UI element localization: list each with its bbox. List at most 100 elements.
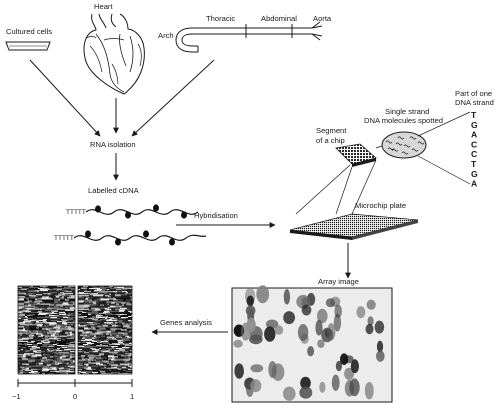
heatmap-cell (110, 301, 117, 303)
heatmap-cell (57, 368, 59, 370)
heatmap-cell (57, 336, 63, 338)
heatmap-cell (25, 328, 32, 330)
heatmap-cell (22, 330, 28, 332)
scale-tick-mid: 0 (73, 392, 77, 401)
heatmap-cell (45, 318, 50, 320)
heatmap-cell (72, 330, 75, 332)
heatmap-cell (58, 309, 65, 311)
heatmap-cell (18, 326, 24, 328)
heatmap-cell (29, 365, 36, 367)
dna-base-letter: A (471, 130, 477, 140)
heatmap-cell (49, 334, 51, 336)
heatmap-cell (53, 360, 56, 362)
heatmap-cell (62, 350, 69, 352)
heatmap-cell (114, 314, 118, 317)
array-spot (299, 386, 313, 399)
heatmap-block-frame (77, 285, 133, 375)
heatmap-cell (89, 360, 93, 362)
heatmap-cell (85, 354, 91, 356)
heatmap-cell (29, 301, 34, 303)
heatmap-cell (99, 350, 106, 352)
heatmap-cell (35, 313, 38, 316)
heatmap-cell (50, 307, 54, 309)
heatmap-cell (21, 318, 26, 320)
heatmap-cell (131, 323, 132, 325)
heatmap-cell (126, 296, 130, 298)
heatmap-cell (24, 364, 26, 366)
heatmap-cell (20, 322, 25, 324)
heatmap-cell (47, 351, 53, 353)
heatmap-cell (116, 334, 119, 336)
heatmap-cell (27, 345, 33, 347)
heatmap-cell (67, 368, 69, 370)
heatmap-cell (73, 362, 75, 364)
heatmap-cell (22, 368, 29, 370)
heatmap-cell (18, 300, 20, 302)
heatmap-cell (94, 299, 101, 301)
heatmap-cell (129, 352, 132, 354)
heatmap-cell (25, 316, 27, 318)
heatmap-cell (122, 358, 129, 360)
heatmap-cell (96, 316, 101, 318)
heatmap-cell (130, 331, 132, 333)
heatmap-cell (115, 342, 118, 345)
heatmap-cell (96, 362, 100, 364)
heatmap-cell (128, 292, 131, 294)
heatmap-cell (91, 363, 96, 365)
heatmap-cell (25, 325, 29, 327)
heatmap-cell (41, 305, 48, 307)
heatmap-cell (78, 294, 80, 296)
heatmap-cell (30, 354, 35, 356)
heatmap-cell (91, 354, 94, 356)
heatmap-cell (126, 318, 132, 320)
heatmap-cell (113, 297, 115, 299)
heatmap-cell (25, 369, 31, 371)
heatmap-cell (58, 362, 62, 364)
heatmap-cell (118, 288, 122, 290)
heatmap-cell (53, 327, 60, 329)
heatmap-cell (60, 356, 66, 358)
heatmap-cell (102, 289, 107, 291)
heatmap-cell (52, 308, 54, 310)
heatmap-cell (30, 349, 33, 351)
heatmap-cell (18, 362, 20, 364)
heatmap-cell (119, 349, 125, 351)
heatmap-cell (106, 312, 112, 315)
array-image-label: Array image (318, 277, 359, 286)
heatmap-cell (91, 367, 98, 369)
heatmap-cell (96, 356, 99, 358)
heatmap-cell (94, 335, 96, 337)
heatmap-cell (126, 297, 132, 299)
heatmap-cell (95, 308, 100, 310)
heatmap-cell (126, 303, 132, 305)
heatmap-cell (37, 291, 39, 293)
heatmap-cell (123, 325, 130, 327)
heatmap-cell (114, 307, 120, 309)
heatmap-cell (31, 357, 35, 359)
heatmap-cell (123, 340, 125, 342)
heatmap-cell (84, 297, 86, 299)
heatmap-cell (100, 370, 105, 372)
heatmap-cell (18, 340, 24, 342)
heatmap-cell (52, 295, 55, 297)
heatmap-cell (37, 317, 44, 319)
heatmap-cell (88, 286, 91, 288)
heatmap-cell (33, 345, 38, 347)
heatmap-cell (104, 361, 107, 363)
heatmap-cell (105, 308, 111, 310)
heatmap-cell (50, 341, 52, 343)
heatmap-cell (71, 336, 73, 338)
heatmap-cell (25, 304, 28, 306)
heatmap-cell (74, 332, 75, 334)
heatmap-cell (74, 339, 75, 341)
heatmap-cell (106, 372, 113, 375)
heatmap-cell (37, 325, 42, 327)
heatmap-cell (39, 327, 46, 329)
heatmap-cell (37, 319, 43, 321)
heatmap-cell (99, 318, 105, 320)
heatmap-cell (122, 336, 127, 338)
heatmap-cell (18, 322, 20, 324)
heatmap-cell (29, 359, 35, 361)
heatmap-cell (73, 327, 75, 329)
heatmap-cell (100, 362, 107, 364)
